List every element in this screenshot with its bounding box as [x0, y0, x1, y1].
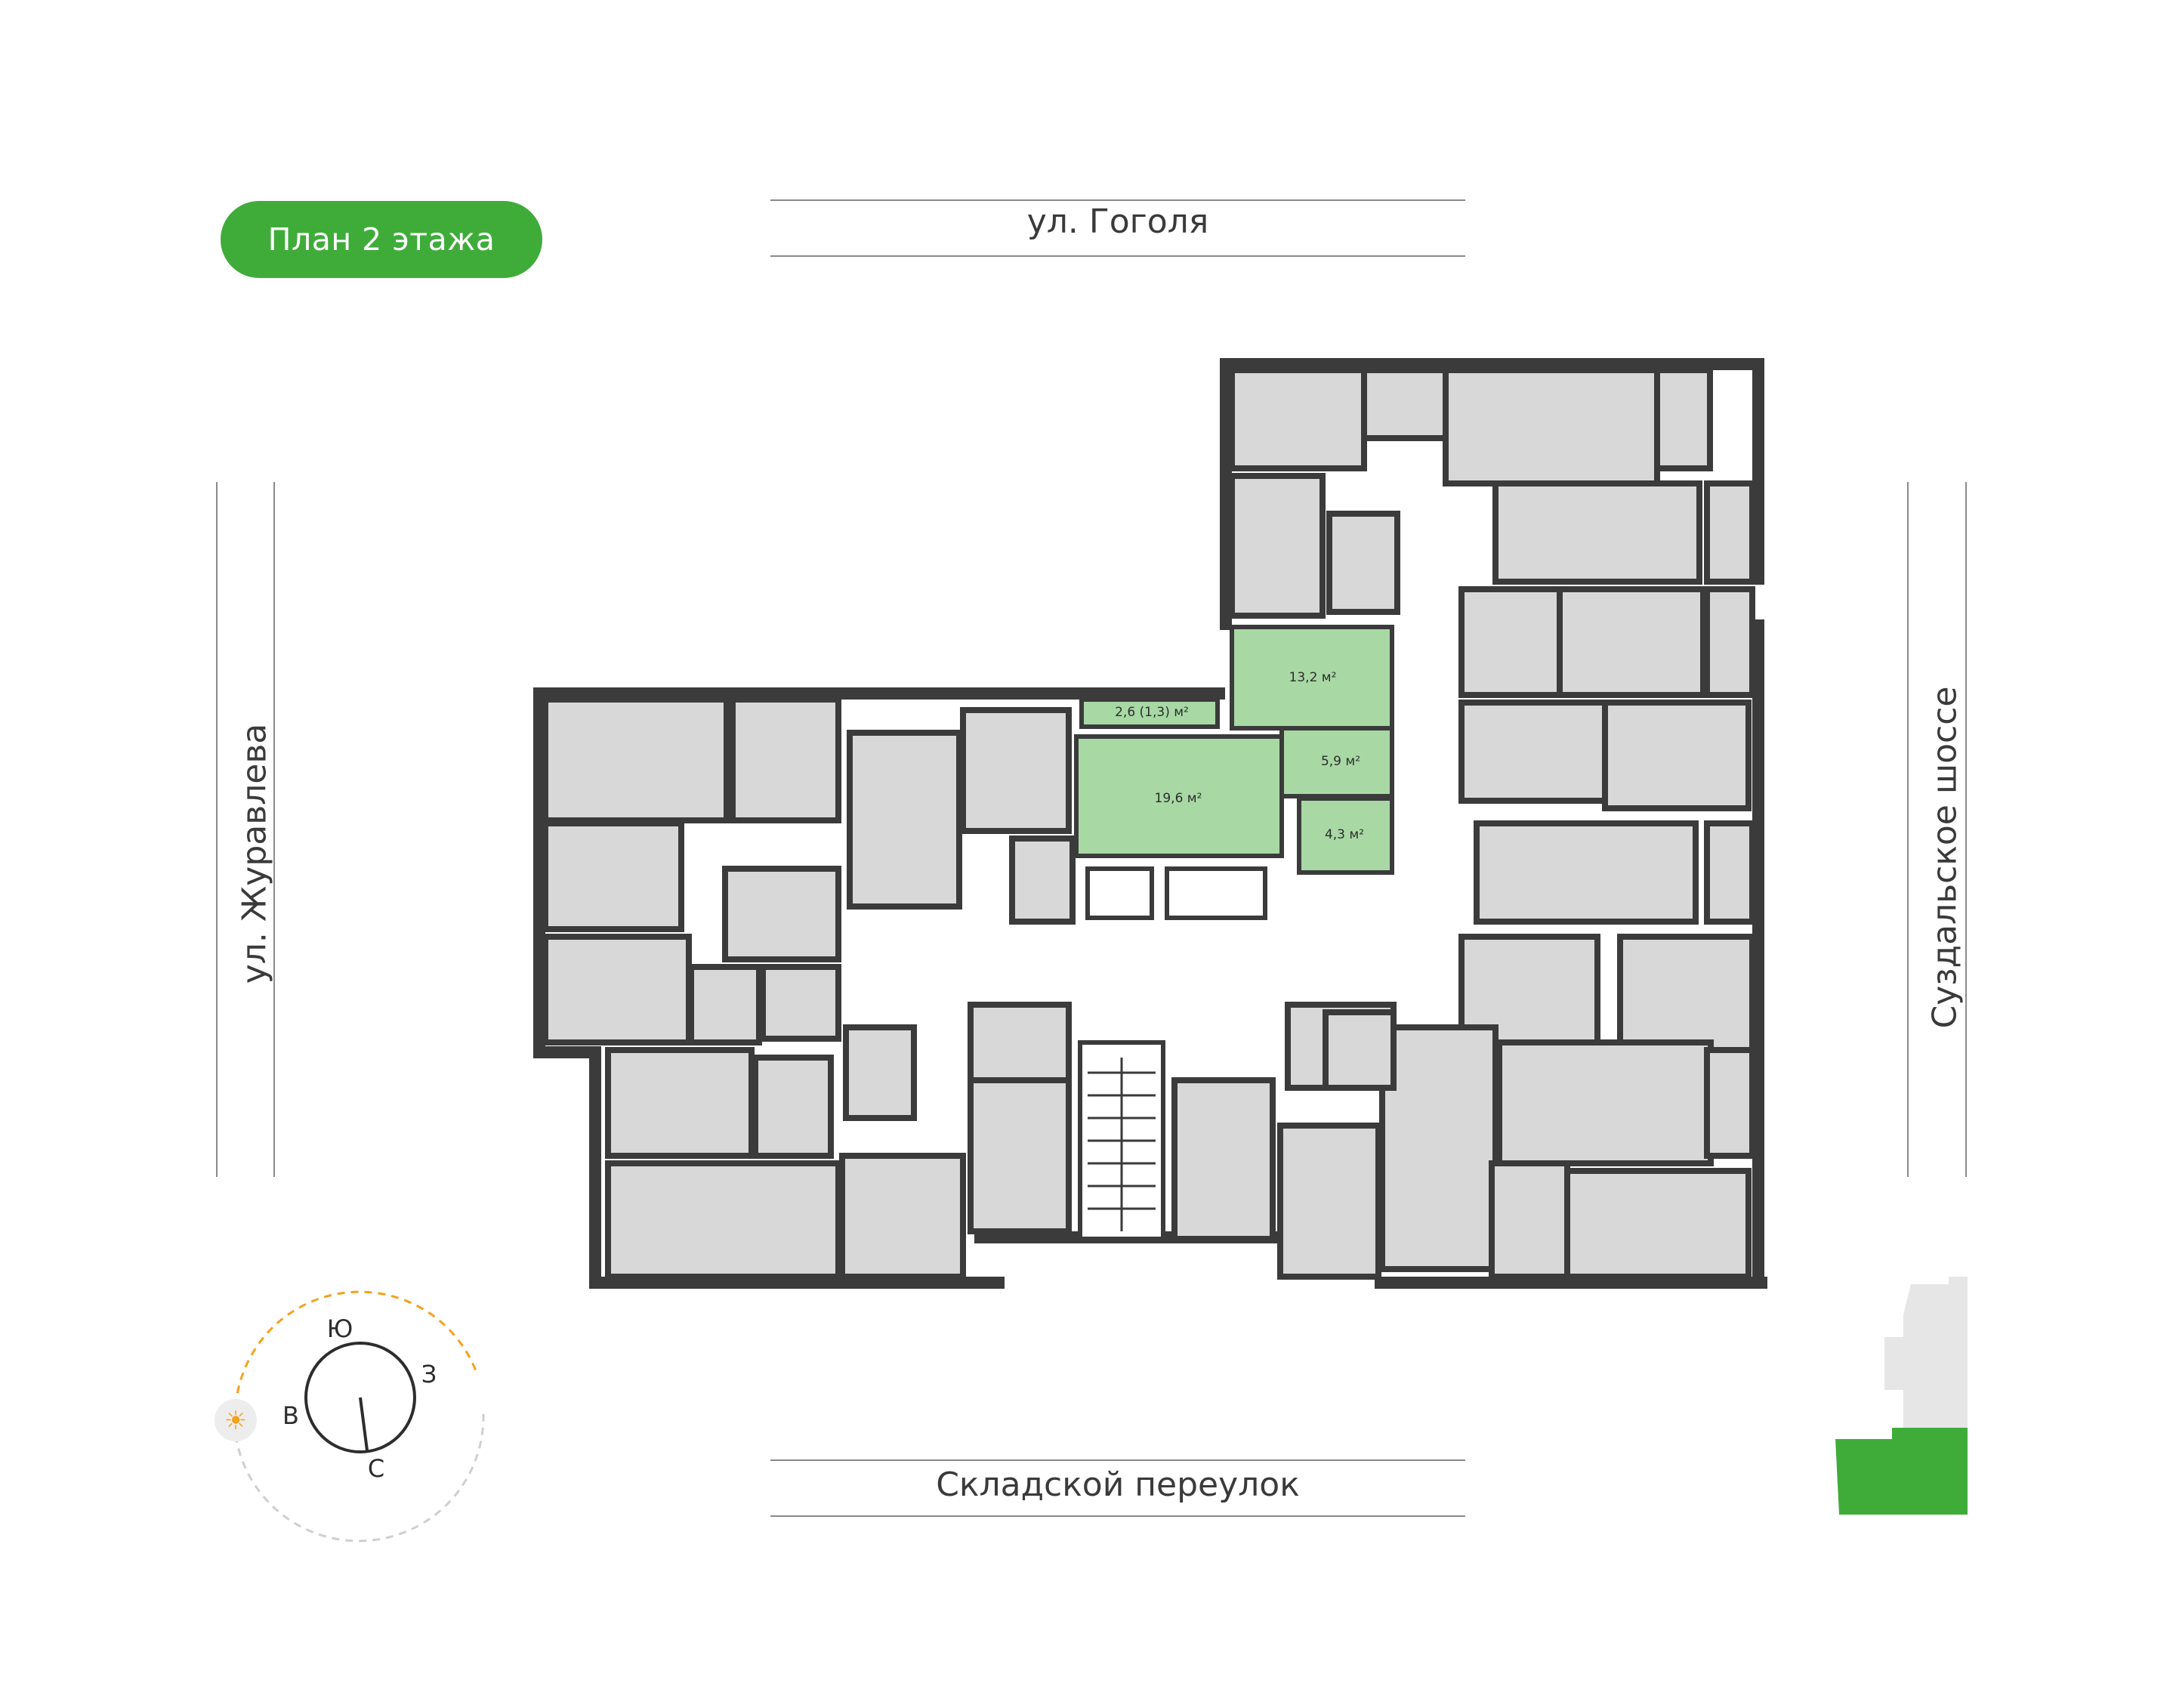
- highlighted-apartment[interactable]: [1074, 625, 1394, 875]
- area-labels: 13,2 м² 2,6 (1,3) м² 19,6 м² 5,9 м² 4,3 …: [1115, 670, 1364, 842]
- street-line-left-outer: [216, 482, 218, 1177]
- street-line-left-inner: [273, 482, 275, 1177]
- street-top-label: ул. Гоголя: [1026, 202, 1209, 241]
- stair-steps: [1088, 1058, 1156, 1231]
- area-balcony: 2,6 (1,3) м²: [1115, 705, 1189, 720]
- area-4-3: 4,3 м²: [1325, 827, 1364, 842]
- street-line-top-upper: [770, 199, 1465, 201]
- room-5-9: [1279, 726, 1394, 798]
- street-line-right-outer: [1907, 482, 1909, 1177]
- street-right-label: Суздальское шоссе: [1925, 686, 1965, 1029]
- street-left-label: ул. Журавлева: [235, 723, 274, 984]
- room-4-3: [1297, 796, 1394, 875]
- svg-text:☀: ☀: [224, 1407, 247, 1435]
- sun-icon: [215, 1399, 257, 1441]
- street-bottom-label: Складской переулок: [936, 1466, 1300, 1504]
- apartment-rooms: [542, 367, 1755, 1280]
- street-line-right-inner: [1965, 482, 1967, 1177]
- street-line-bottom-lower: [770, 1515, 1465, 1517]
- site-minimap: [1835, 1277, 1968, 1515]
- svg-text:С: С: [368, 1454, 384, 1483]
- room-19-6: [1074, 734, 1284, 858]
- room-balcony: [1079, 697, 1220, 729]
- room-13-2: [1230, 625, 1394, 730]
- floor-badge: План 2 этажа: [221, 201, 542, 278]
- area-5-9: 5,9 м²: [1321, 754, 1360, 769]
- compass-needle-icon: [359, 1397, 369, 1451]
- street-line-top-lower: [770, 255, 1465, 257]
- compass: ☀ Ю З В С: [215, 1290, 485, 1543]
- street-line-bottom-upper: [770, 1459, 1465, 1461]
- area-19-6: 19,6 м²: [1155, 791, 1202, 806]
- svg-text:В: В: [282, 1401, 299, 1430]
- area-13-2: 13,2 м²: [1289, 670, 1337, 685]
- svg-text:З: З: [421, 1360, 437, 1388]
- svg-text:Ю: Ю: [327, 1314, 353, 1343]
